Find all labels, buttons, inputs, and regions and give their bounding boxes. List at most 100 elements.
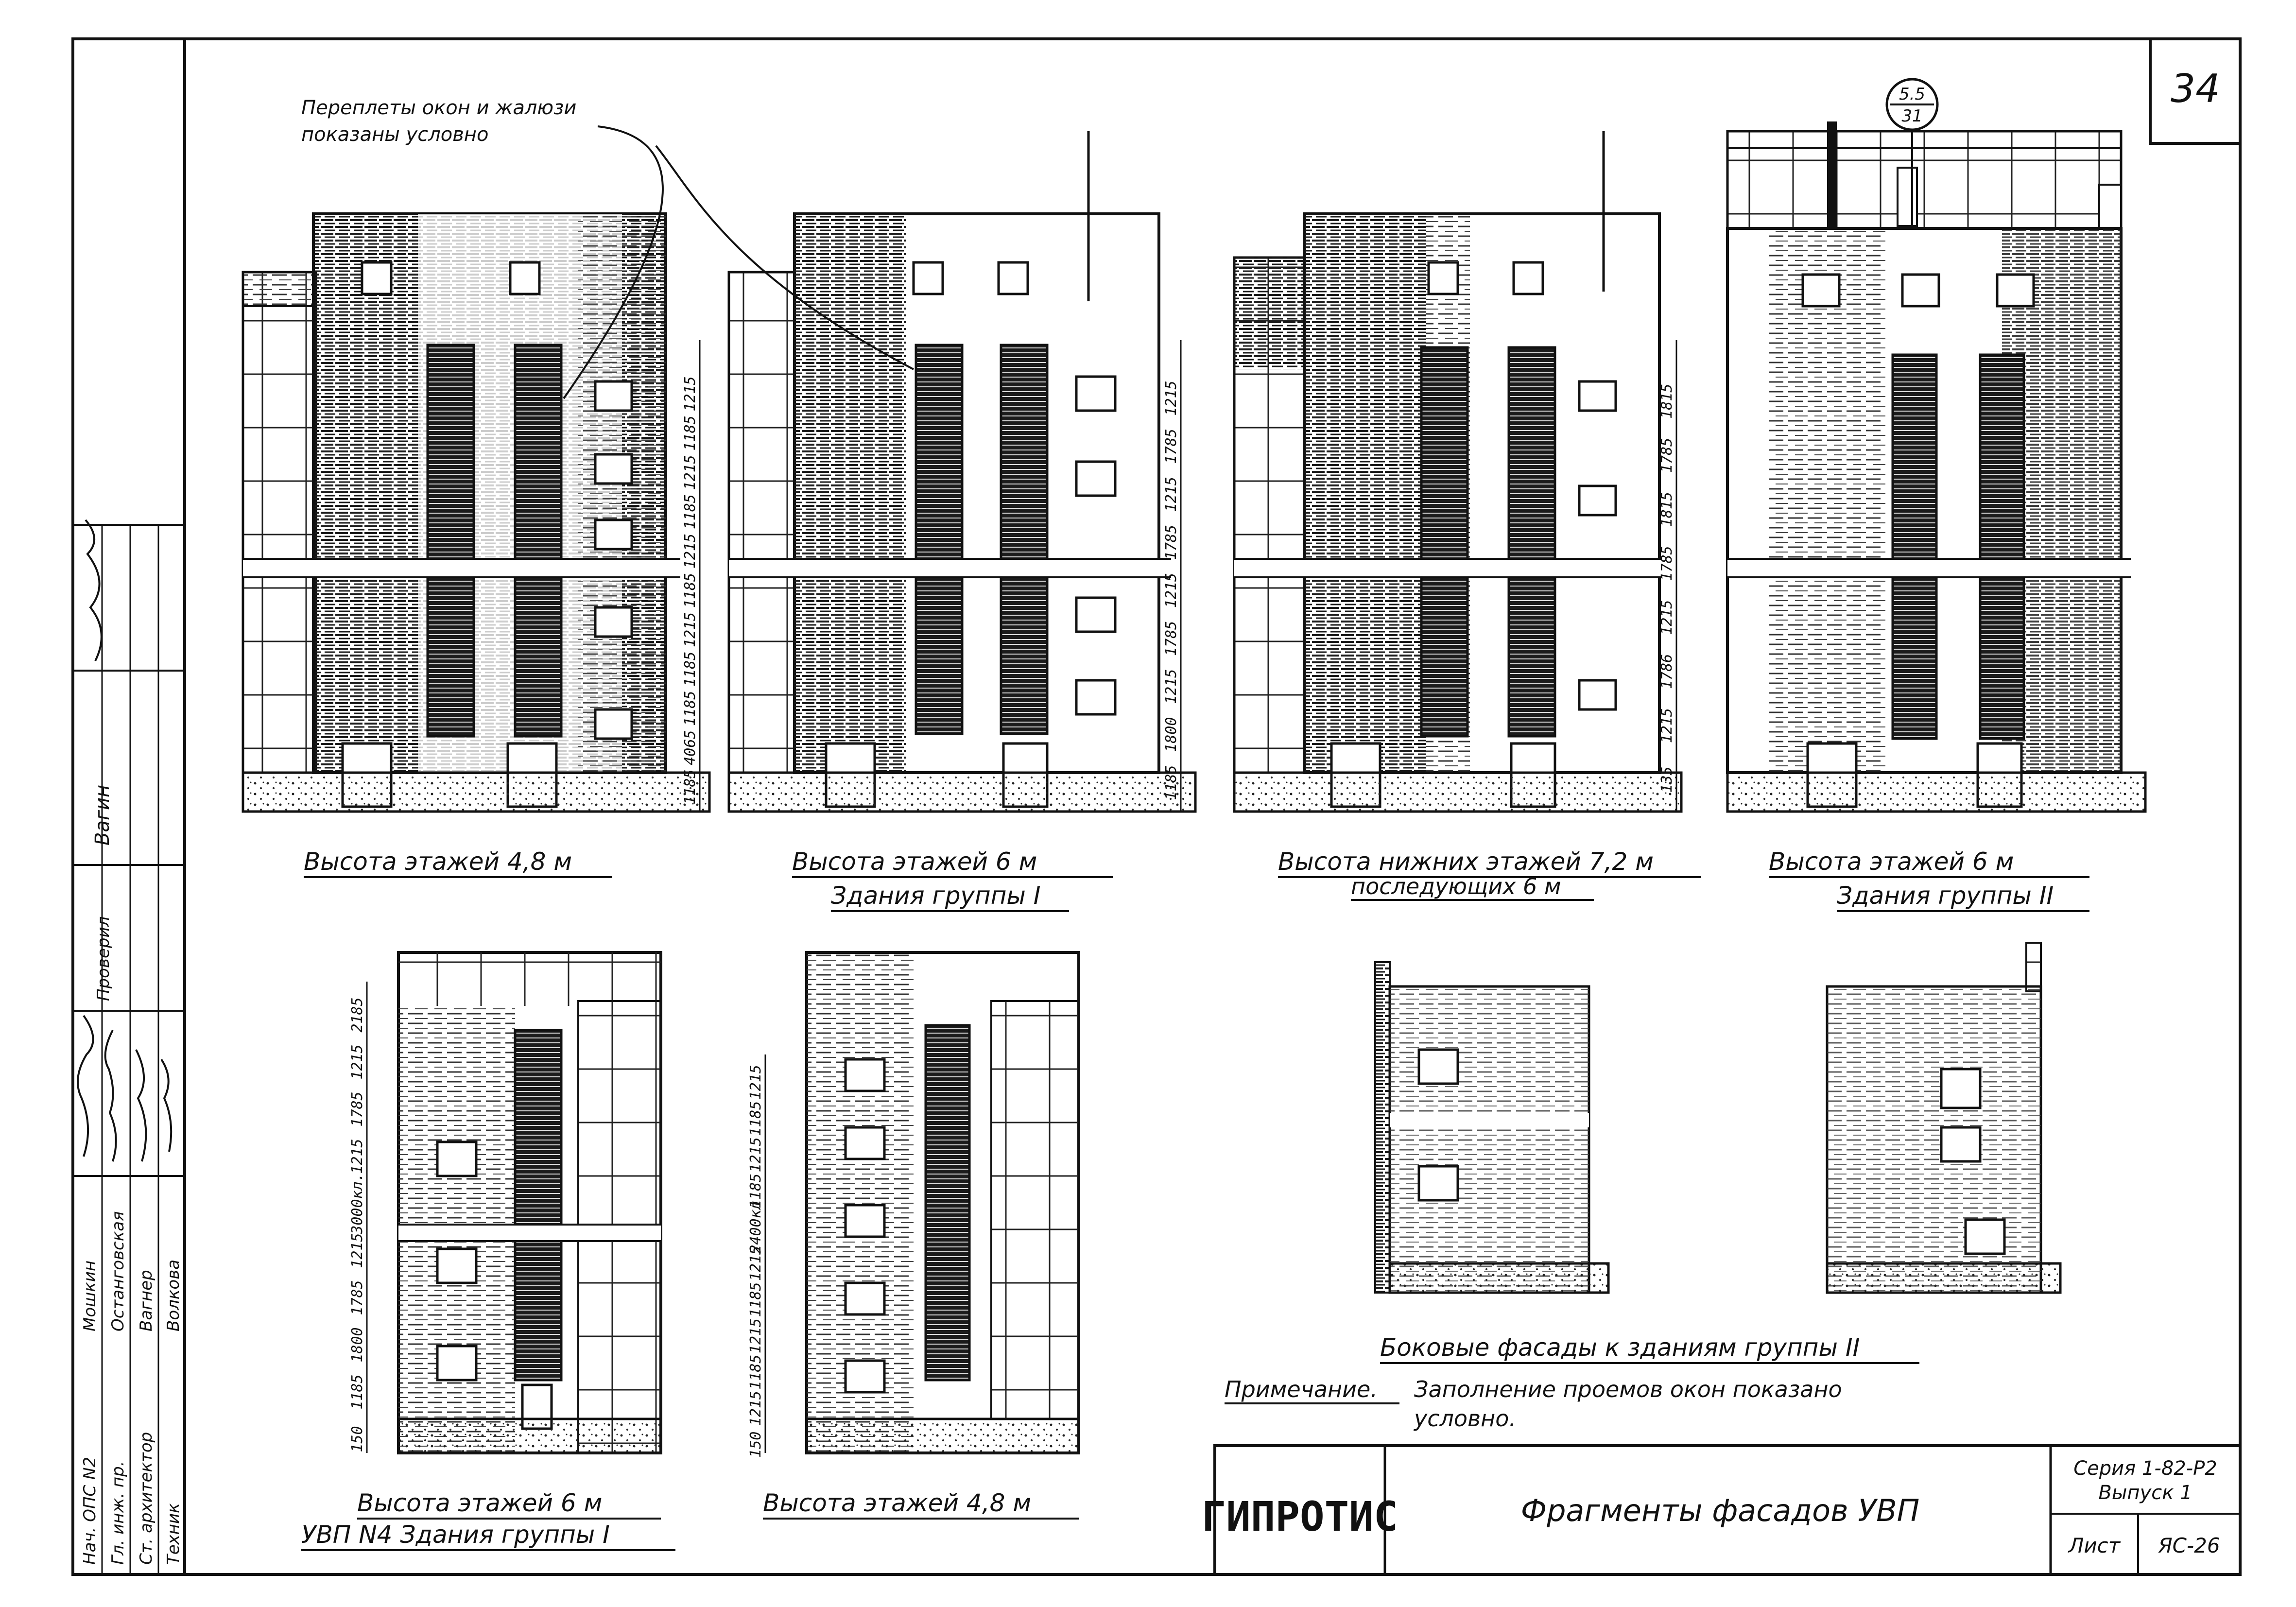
dimension-label-f3-5: 1786 [1658, 654, 1675, 689]
callout-line-2: показаны условно [301, 123, 488, 146]
section-marker: 5.5 31 [1885, 78, 1939, 228]
series-label: Серия 1-82-Р2 [2073, 1457, 2217, 1480]
callout-leader-1 [563, 125, 664, 399]
facade-5 [366, 951, 662, 1454]
drawing-title: Фрагменты фасадов УВП [1521, 1493, 1920, 1528]
callout-leader-2 [655, 145, 914, 370]
caption-f1: Высота этажей 4,8 м [304, 847, 572, 876]
issue-label: Выпуск 1 [2098, 1482, 2192, 1504]
sheet-border-outer [71, 37, 2242, 1576]
dimension-label-f6-8: 1185 [747, 1355, 764, 1390]
caption-f5-line1: Высота этажей 6 м [357, 1489, 602, 1517]
facade-3 [1233, 131, 1683, 813]
dimension-label-f3-1: 1785 [1658, 438, 1675, 473]
stamp-name-2: Останговская [108, 1211, 128, 1331]
caption-f3-line1: Высота нижних этажей 7,2 м [1278, 847, 1654, 876]
dimension-label-f6-7: 1215 [747, 1318, 764, 1353]
sheet-label: Лист [2068, 1534, 2121, 1557]
dimension-label-f6-4: 2400кл [747, 1201, 764, 1253]
dimension-label-f6-1: 1185 [747, 1101, 764, 1136]
caption-f2-line2: Здания группы I [831, 881, 1041, 910]
dimension-label-f6-5: 1215 [747, 1246, 764, 1281]
dimension-label-f6-2: 1215 [747, 1137, 764, 1172]
dimension-label-f3-0: 1815 [1658, 384, 1675, 419]
facade-1 [242, 212, 711, 813]
stamp-position-1: Нач. ОПС N2 [80, 1457, 100, 1565]
side-facade-1 [1374, 961, 1610, 1294]
dimension-label-f1-10: 1185 [682, 769, 699, 804]
caption-f6: Высота этажей 4,8 м [763, 1489, 1031, 1517]
left-stamp-strip: Нач. ОПС N2 Гл. инж. пр. Ст. архитектор … [73, 519, 185, 1574]
facade-4: 5.5 31 [1726, 78, 2147, 813]
caption-side: Боковые фасады к зданиям группы II [1380, 1333, 1860, 1362]
title-block: ГИПРОТИС Фрагменты фасадов УВП Серия 1-8… [1202, 1444, 2242, 1576]
sheet-number-box: 34 [2149, 37, 2242, 145]
dimension-label-f5-7: 1800 [349, 1327, 366, 1362]
dimension-label-f6-3: 1185 [747, 1174, 764, 1209]
dimension-label-f2-6: 1215 [1163, 669, 1180, 704]
dimension-label-f6-10: 150 [747, 1432, 764, 1458]
signatures [77, 519, 173, 1162]
dimension-label-f6-0: 1215 [747, 1065, 764, 1100]
dimension-label-f1-6: 1215 [682, 612, 699, 647]
caption-f2-line1: Высота этажей 6 м [792, 847, 1037, 876]
dimension-label-f5-3: 1215 [349, 1139, 366, 1174]
stamp-name-4: Волкова [164, 1260, 183, 1331]
dimension-label-f2-4: 1215 [1163, 573, 1180, 608]
sheet-code: ЯС-26 [2158, 1534, 2220, 1557]
dimension-label-f5-9: 150 [349, 1426, 366, 1452]
note-line-1: Заполнение проемов окон показано [1414, 1376, 1842, 1402]
drawing-note: Примечание. Заполнение проемов окон пока… [1225, 1376, 1842, 1432]
dimension-label-f5-4: 3000кл. [349, 1173, 366, 1234]
sheet-number: 34 [2171, 66, 2220, 111]
dimension-label-f1-3: 1185 [682, 494, 699, 529]
dimension-label-f3-6: 1215 [1658, 708, 1675, 743]
stamp-checker-name: Вагин [91, 785, 114, 846]
dimension-label-f5-2: 1785 [349, 1091, 366, 1126]
dimension-label-f5-6: 1785 [349, 1280, 366, 1315]
stamp-name-1: Мошкин [80, 1261, 100, 1331]
dimension-label-f2-8: 1185 [1163, 765, 1180, 800]
org-logo-text: ГИПРОТИС [1202, 1493, 1398, 1540]
stamp-position-2: Гл. инж. пр. [108, 1461, 128, 1565]
stamp-position-4: Техник [164, 1503, 183, 1565]
dimension-label-f2-3: 1785 [1163, 525, 1180, 560]
stamp-check-label: Проверил [94, 916, 113, 1001]
marker-bottom: 31 [1901, 106, 1922, 126]
caption-f5-line2: УВП N4 Здания группы I [301, 1521, 610, 1549]
note-line-2: условно. [1413, 1405, 1516, 1432]
dimension-label-f1-8: 1185 [682, 691, 699, 726]
dimension-label-f1-7: 1185 [682, 652, 699, 687]
dimension-label-f3-4: 1215 [1658, 600, 1675, 635]
dimension-labels: 1215118512151185121511851215118511854065… [349, 376, 1675, 1457]
caption-f4-line1: Высота этажей 6 м [1769, 847, 2014, 876]
dimension-label-f6-6: 1185 [747, 1282, 764, 1317]
dimension-label-f2-1: 1785 [1163, 429, 1180, 464]
side-facade-2 [1826, 942, 2062, 1294]
callout-line-1: Переплеты окон и жалюзи [301, 97, 576, 119]
dimension-label-f6-9: 1215 [747, 1391, 764, 1426]
dimension-label-f2-7: 1800 [1163, 717, 1180, 752]
facade-6 [764, 951, 1080, 1454]
stamp-position-3: Ст. архитектор [137, 1432, 156, 1565]
dimension-label-f5-1: 1215 [349, 1044, 366, 1079]
dimension-label-f1-9: 4065 [682, 730, 699, 765]
captions: Высота этажей 4,8 м Высота этажей 6 м Зд… [301, 847, 2089, 1551]
caption-f4-line2: Здания группы II [1837, 881, 2054, 910]
dimension-label-f1-0: 1215 [682, 376, 699, 411]
dimension-label-f3-7: 135 [1658, 766, 1675, 793]
dimension-label-f1-1: 1185 [682, 415, 699, 450]
note-label: Примечание. [1225, 1376, 1378, 1402]
dimension-label-f5-0: 2185 [349, 997, 366, 1032]
dimension-label-f3-3: 1785 [1658, 546, 1675, 581]
dimension-label-f2-0: 1215 [1163, 380, 1180, 415]
dimension-label-f1-5: 1185 [682, 573, 699, 608]
marker-top: 5.5 [1899, 85, 1925, 104]
caption-f3-line2: последующих 6 м [1351, 873, 1561, 899]
dimension-label-f5-8: 1185 [349, 1374, 366, 1409]
stamp-name-3: Вагнер [137, 1270, 156, 1331]
dimension-label-f2-5: 1785 [1163, 621, 1180, 656]
dimension-label-f1-2: 1215 [682, 455, 699, 490]
dimension-label-f5-5: 1215 [349, 1233, 366, 1268]
callout-note: Переплеты окон и жалюзи показаны условно [301, 97, 914, 399]
